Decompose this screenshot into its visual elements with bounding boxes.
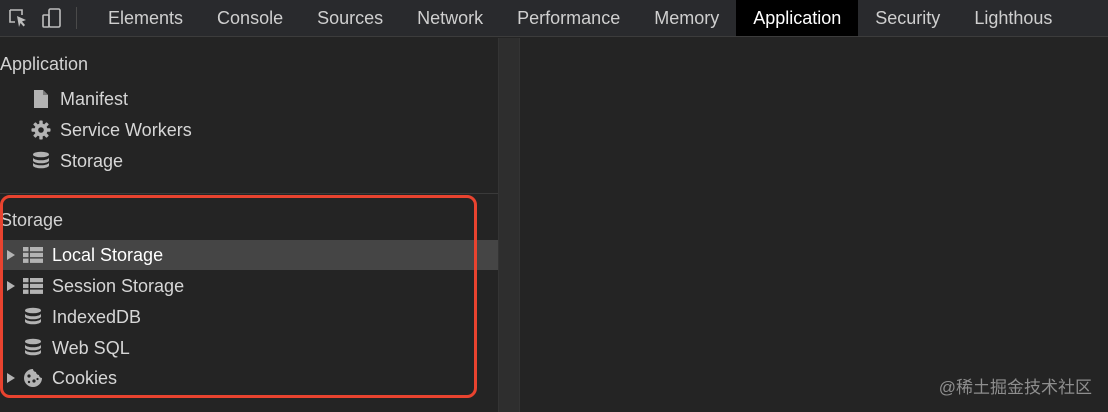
tab-network[interactable]: Network bbox=[417, 7, 484, 28]
tab-lighthouse[interactable]: Lighthous bbox=[974, 7, 1053, 28]
sidebar-item-label: Cookies bbox=[52, 367, 118, 388]
section-title-storage: Storage bbox=[0, 210, 64, 230]
sidebar-item-label: IndexedDB bbox=[52, 306, 142, 327]
tab-application[interactable]: Application bbox=[736, 0, 859, 36]
sidebar-item-web-sql[interactable]: Web SQL bbox=[0, 333, 498, 363]
document-icon bbox=[30, 88, 52, 110]
sidebar-item-label: Session Storage bbox=[52, 275, 185, 296]
section-divider bbox=[0, 193, 498, 194]
sidebar-item-label: Web SQL bbox=[52, 337, 130, 358]
watermark-text: @稀土掘金技术社区 bbox=[938, 378, 1092, 397]
tab-elements[interactable]: Elements bbox=[108, 7, 184, 28]
expand-arrow-icon[interactable] bbox=[6, 373, 16, 383]
sidebar-item-indexeddb[interactable]: IndexedDB bbox=[0, 302, 498, 332]
sidebar-item-cookies[interactable]: Cookies bbox=[0, 363, 498, 393]
tab-security[interactable]: Security bbox=[875, 7, 941, 28]
table-grid-icon bbox=[22, 244, 44, 266]
main-panel bbox=[521, 38, 1108, 412]
resizer-grip[interactable] bbox=[499, 38, 519, 412]
application-sidebar: Application Manifest bbox=[0, 38, 498, 412]
expand-arrow-icon[interactable] bbox=[6, 250, 16, 260]
inspect-element-icon[interactable] bbox=[4, 0, 32, 36]
tab-memory[interactable]: Memory bbox=[654, 7, 720, 28]
tab-sources[interactable]: Sources bbox=[317, 7, 384, 28]
panel-tabs: Elements Console Sources Network Perform… bbox=[91, 0, 1069, 36]
sidebar-item-service-workers[interactable]: Service Workers bbox=[0, 115, 498, 145]
sidebar-item-local-storage[interactable]: Local Storage bbox=[0, 240, 498, 270]
expand-arrow-icon[interactable] bbox=[6, 281, 16, 291]
devtools-toolbar: Elements Console Sources Network Perform… bbox=[0, 0, 1108, 37]
device-toolbar-icon[interactable] bbox=[38, 0, 66, 36]
cookie-icon bbox=[22, 367, 44, 389]
database-icon bbox=[22, 337, 44, 359]
section-title-application: Application bbox=[0, 54, 89, 74]
table-grid-icon bbox=[22, 275, 44, 297]
sidebar-item-storage-overview[interactable]: Storage bbox=[0, 146, 498, 176]
sidebar-item-label: Manifest bbox=[60, 88, 129, 109]
sidebar-item-label: Local Storage bbox=[52, 244, 164, 265]
sidebar-item-label: Service Workers bbox=[60, 119, 192, 140]
gear-icon bbox=[30, 119, 52, 141]
sidebar-resizer[interactable] bbox=[498, 38, 520, 412]
tab-performance[interactable]: Performance bbox=[517, 7, 621, 28]
sidebar-item-session-storage[interactable]: Session Storage bbox=[0, 271, 498, 301]
database-icon bbox=[30, 150, 52, 172]
tab-console[interactable]: Console bbox=[217, 7, 284, 28]
database-icon bbox=[22, 306, 44, 328]
toolbar-divider bbox=[76, 7, 77, 29]
sidebar-item-manifest[interactable]: Manifest bbox=[0, 84, 498, 114]
sidebar-item-label: Storage bbox=[60, 150, 124, 171]
